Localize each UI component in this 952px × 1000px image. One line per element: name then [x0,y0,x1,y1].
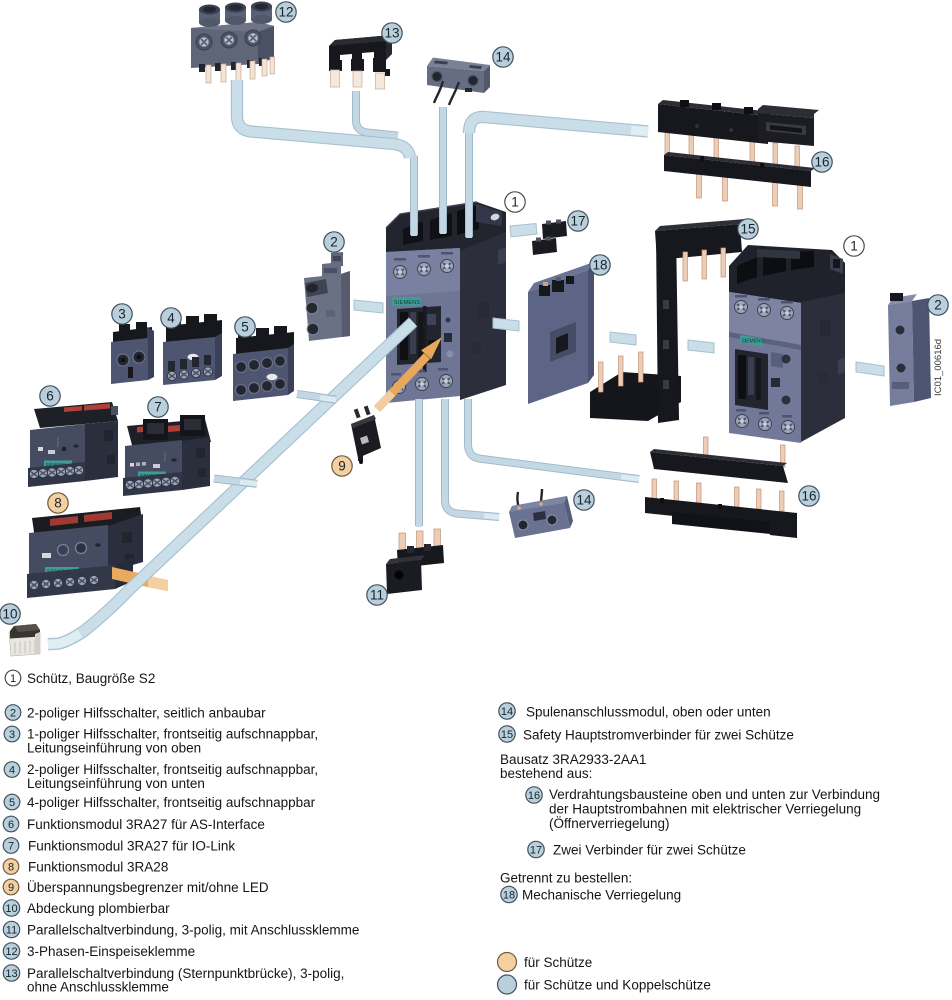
svg-text:SIEMENS: SIEMENS [742,339,765,345]
svg-text:SIEMENS: SIEMENS [46,462,66,467]
svg-text:Abdeckung plombierbar: Abdeckung plombierbar [27,901,170,916]
svg-text:4: 4 [167,311,175,326]
svg-text:Mechanische Verriegelung: Mechanische Verriegelung [522,887,681,902]
svg-text:3-Phasen-Einspeiseklemme: 3-Phasen-Einspeiseklemme [27,944,195,959]
svg-text:16: 16 [814,155,829,170]
svg-text:Parallelschaltverbindung (Ster: Parallelschaltverbindung (Sternpunktbrüc… [27,966,344,981]
svg-text:6: 6 [8,819,14,831]
svg-text:18: 18 [592,258,607,273]
svg-text:10: 10 [5,903,17,915]
svg-text:5: 5 [241,320,249,335]
svg-text:für Schütze: für Schütze [524,955,592,970]
svg-text:1: 1 [10,673,16,685]
svg-text:9: 9 [338,459,346,474]
svg-text:17: 17 [570,214,585,229]
svg-text:2-poliger Hilfsschalter, front: 2-poliger Hilfsschalter, frontseitig auf… [27,762,318,777]
svg-text:1: 1 [850,239,858,254]
svg-text:9: 9 [8,882,14,894]
svg-text:Verdrahtungsbausteine oben und: Verdrahtungsbausteine oben und unten zur… [549,787,880,802]
svg-text:Getrennt zu bestellen:: Getrennt zu bestellen: [500,870,632,885]
svg-text:6: 6 [46,389,54,404]
svg-text:11: 11 [370,588,384,603]
svg-text:2: 2 [330,235,338,250]
svg-text:Überspannungsbegrenzer mit/ohn: Überspannungsbegrenzer mit/ohne LED [27,880,269,895]
svg-text:10: 10 [2,607,17,622]
svg-text:Funktionsmodul 3RA28: Funktionsmodul 3RA28 [28,859,168,874]
svg-text:14: 14 [576,493,592,508]
svg-text:8: 8 [54,496,62,511]
svg-text:Safety Hauptstromverbinder für: Safety Hauptstromverbinder für zwei Schü… [523,727,794,742]
svg-text:16: 16 [801,489,816,504]
svg-text:Parallelschaltverbindung, 3-po: Parallelschaltverbindung, 3-polig, mit A… [27,922,359,937]
svg-text:1-poliger Hilfsschalter, front: 1-poliger Hilfsschalter, frontseitig auf… [27,727,318,742]
svg-text:2-poliger Hilfsschalter, seitl: 2-poliger Hilfsschalter, seitlich anbaub… [27,705,266,720]
svg-text:8: 8 [8,862,14,874]
svg-text:14: 14 [501,706,513,718]
svg-text:für Schütze und Koppelschütze: für Schütze und Koppelschütze [524,977,711,992]
svg-text:3: 3 [9,729,15,741]
svg-text:3: 3 [118,307,126,322]
svg-text:Funktionsmodul 3RA27 für IO-Li: Funktionsmodul 3RA27 für IO-Link [28,838,235,853]
svg-text:Zwei Verbinder für zwei Schütz: Zwei Verbinder für zwei Schütze [553,842,746,857]
svg-text:Leitungseinführung von unten: Leitungseinführung von unten [27,776,205,791]
svg-text:1: 1 [511,195,519,210]
svg-text:4-poliger Hilfsschalter, front: 4-poliger Hilfsschalter, frontseitig auf… [27,795,316,810]
svg-text:(Öffnerverriegelung): (Öffnerverriegelung) [549,816,670,831]
svg-text:SIEMENS: SIEMENS [394,300,420,306]
svg-text:17: 17 [530,845,542,857]
svg-text:13: 13 [384,26,399,41]
svg-text:12: 12 [5,946,17,958]
svg-text:bestehend aus:: bestehend aus: [500,766,592,781]
svg-text:Funktionsmodul 3RA27 für AS-In: Funktionsmodul 3RA27 für AS-Interface [27,817,265,832]
svg-text:18: 18 [503,890,515,902]
svg-text:5: 5 [9,797,15,809]
svg-text:11: 11 [6,925,17,937]
svg-text:13: 13 [5,968,17,980]
svg-text:4: 4 [9,765,15,777]
svg-text:15: 15 [501,729,513,741]
svg-text:2: 2 [10,708,16,720]
svg-text:14: 14 [495,50,511,65]
svg-text:Schütz, Baugröße S2: Schütz, Baugröße S2 [27,671,155,686]
svg-text:Leitungseinführung von oben: Leitungseinführung von oben [27,741,201,756]
svg-text:16: 16 [528,790,540,802]
svg-text:Spulenanschlussmodul, oben ode: Spulenanschlussmodul, oben oder unten [526,705,771,720]
svg-text:Bausatz 3RA2933-2AA1: Bausatz 3RA2933-2AA1 [500,752,646,767]
svg-text:IC01_00616d: IC01_00616d [933,339,944,396]
svg-text:7: 7 [8,841,14,853]
svg-text:15: 15 [740,222,755,237]
svg-text:12: 12 [278,5,293,20]
svg-text:7: 7 [154,400,162,415]
svg-text:der Hauptstrombahnen mit elekt: der Hauptstrombahnen mit elektrischer Ve… [549,801,861,816]
svg-text:ohne Anschlussklemme: ohne Anschlussklemme [27,980,169,995]
svg-text:2: 2 [934,298,942,313]
